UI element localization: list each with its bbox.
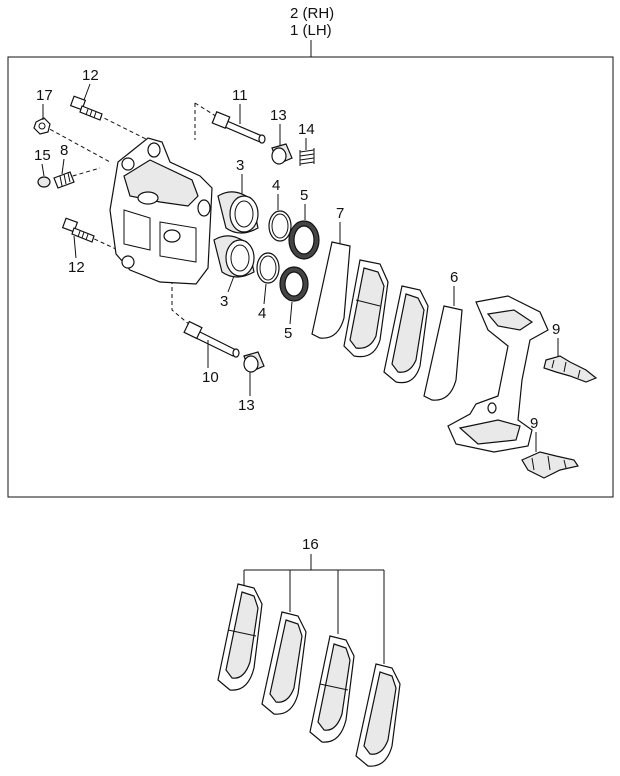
shim-7 [311, 241, 351, 339]
callout-16-leaders [243, 554, 385, 664]
bleeder-screw-17 [33, 117, 51, 135]
guide-pin-11 [211, 111, 266, 144]
callout-11: 11 [232, 87, 248, 104]
callout-12-top: 12 [82, 67, 99, 84]
callout-3-bottom-leader [227, 275, 235, 293]
assembly-frame [7, 56, 614, 498]
callout-3-bottom: 3 [220, 293, 228, 310]
screw-8 [53, 171, 75, 189]
callout-4-bottom-leader [263, 283, 267, 305]
callout-6: 6 [450, 269, 458, 286]
callout-12-bottom: 12 [68, 259, 85, 276]
callout-9-bottom: 9 [530, 415, 538, 432]
callout-8-leader [61, 158, 65, 175]
callout-14: 14 [298, 121, 315, 138]
callout-15-leader [41, 163, 45, 177]
callout-9-top: 9 [552, 321, 560, 338]
dust-boot-5-bottom [279, 266, 309, 302]
shim-6 [423, 305, 463, 401]
callout-13-bottom: 13 [238, 397, 255, 414]
cap-15 [37, 176, 51, 188]
callout-16: 16 [302, 536, 319, 553]
callout-3-top: 3 [236, 157, 244, 174]
spring-14 [299, 148, 315, 166]
callout-12-top-leader [83, 83, 91, 101]
callout-12-bottom-leader [73, 235, 77, 259]
callout-13-top: 13 [270, 107, 287, 124]
guide-pin-10 [183, 320, 240, 358]
pad-clip-9-top [543, 355, 598, 383]
callout-5-top: 5 [300, 187, 308, 204]
callout-17: 17 [36, 87, 53, 104]
bolt-12-top [69, 95, 103, 121]
pad-kit-pad-1 [217, 583, 263, 691]
assembly-label-rh: 2 (RH) [290, 5, 334, 22]
callout-8: 8 [60, 142, 68, 159]
callout-10: 10 [202, 369, 219, 386]
callout-15: 15 [34, 147, 51, 164]
callout-7: 7 [336, 205, 344, 222]
seal-4-top [268, 210, 292, 242]
boot-13-top [271, 143, 293, 165]
pad-kit-pad-4 [355, 663, 401, 767]
callout-5-bottom: 5 [284, 325, 292, 342]
pad-kit-pad-2 [261, 611, 307, 715]
boot-13-bottom [243, 351, 265, 373]
caliper-housing [109, 137, 213, 285]
callout-4-bottom: 4 [258, 305, 266, 322]
assembly-label-lh: 1 (LH) [290, 22, 332, 39]
pad-kit-pad-3 [309, 635, 355, 743]
seal-4-bottom [256, 252, 280, 284]
piston-3-bottom [213, 235, 255, 278]
callout-5-bottom-leader [289, 301, 293, 325]
brake-pad-inner [343, 259, 389, 358]
dust-boot-5-top [288, 220, 320, 260]
piston-3-top [217, 191, 259, 234]
bolt-12-bottom [61, 217, 95, 243]
brake-pad-outer [383, 285, 429, 384]
callout-4-top: 4 [272, 177, 280, 194]
caliper-bracket [447, 295, 549, 453]
pad-clip-9-bottom [521, 451, 579, 479]
